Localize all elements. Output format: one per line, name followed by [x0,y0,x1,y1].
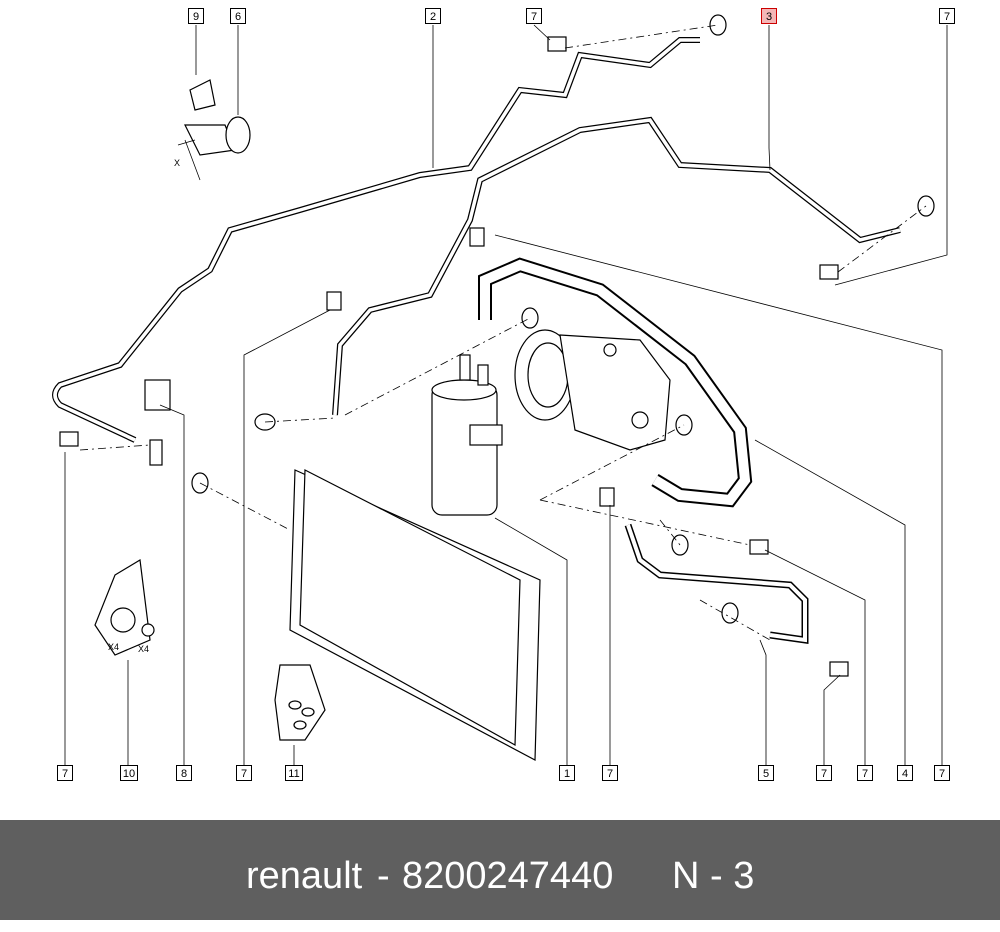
callout-2: 2 [425,8,441,24]
callout-7-bottom-2: 7 [236,765,252,781]
footer-bar: renault - 8200247440 N - 3 [0,820,1000,920]
callout-7-bottom-4: 7 [816,765,832,781]
qty-label-x4-a: X4 [108,642,119,652]
dimension-x-label: X [174,158,180,168]
qty-label-x4-b: X4 [138,644,149,654]
footer-separator: - [377,855,390,897]
callout-7-bottom-5: 7 [857,765,873,781]
parts-diagram: X X4 X4 [52,14,948,766]
footer-page-label: N - 3 [672,855,755,897]
callout-7-bottom-1: 7 [57,765,73,781]
dimension-x [177,139,201,181]
condenser [289,469,541,761]
callout-4: 4 [897,765,913,781]
receiver-drier [431,384,498,516]
callout-9: 9 [188,8,204,24]
callout-8: 8 [176,765,192,781]
callout-11: 11 [285,765,303,781]
bolts [59,36,849,677]
callout-7-top: 7 [526,8,542,24]
callout-10: 10 [120,765,138,781]
callout-7-bottom-3: 7 [602,765,618,781]
callout-6: 6 [230,8,246,24]
footer-brand: renault [246,855,363,897]
leader-lines [64,24,948,766]
callout-3-highlighted: 3 [761,8,777,24]
callout-7-bottom-6: 7 [934,765,950,781]
callout-5: 5 [758,765,774,781]
footer-part-number: 8200247440 [402,855,614,897]
callout-1: 1 [559,765,575,781]
compressor [514,329,671,451]
callout-7-top-right: 7 [939,8,955,24]
